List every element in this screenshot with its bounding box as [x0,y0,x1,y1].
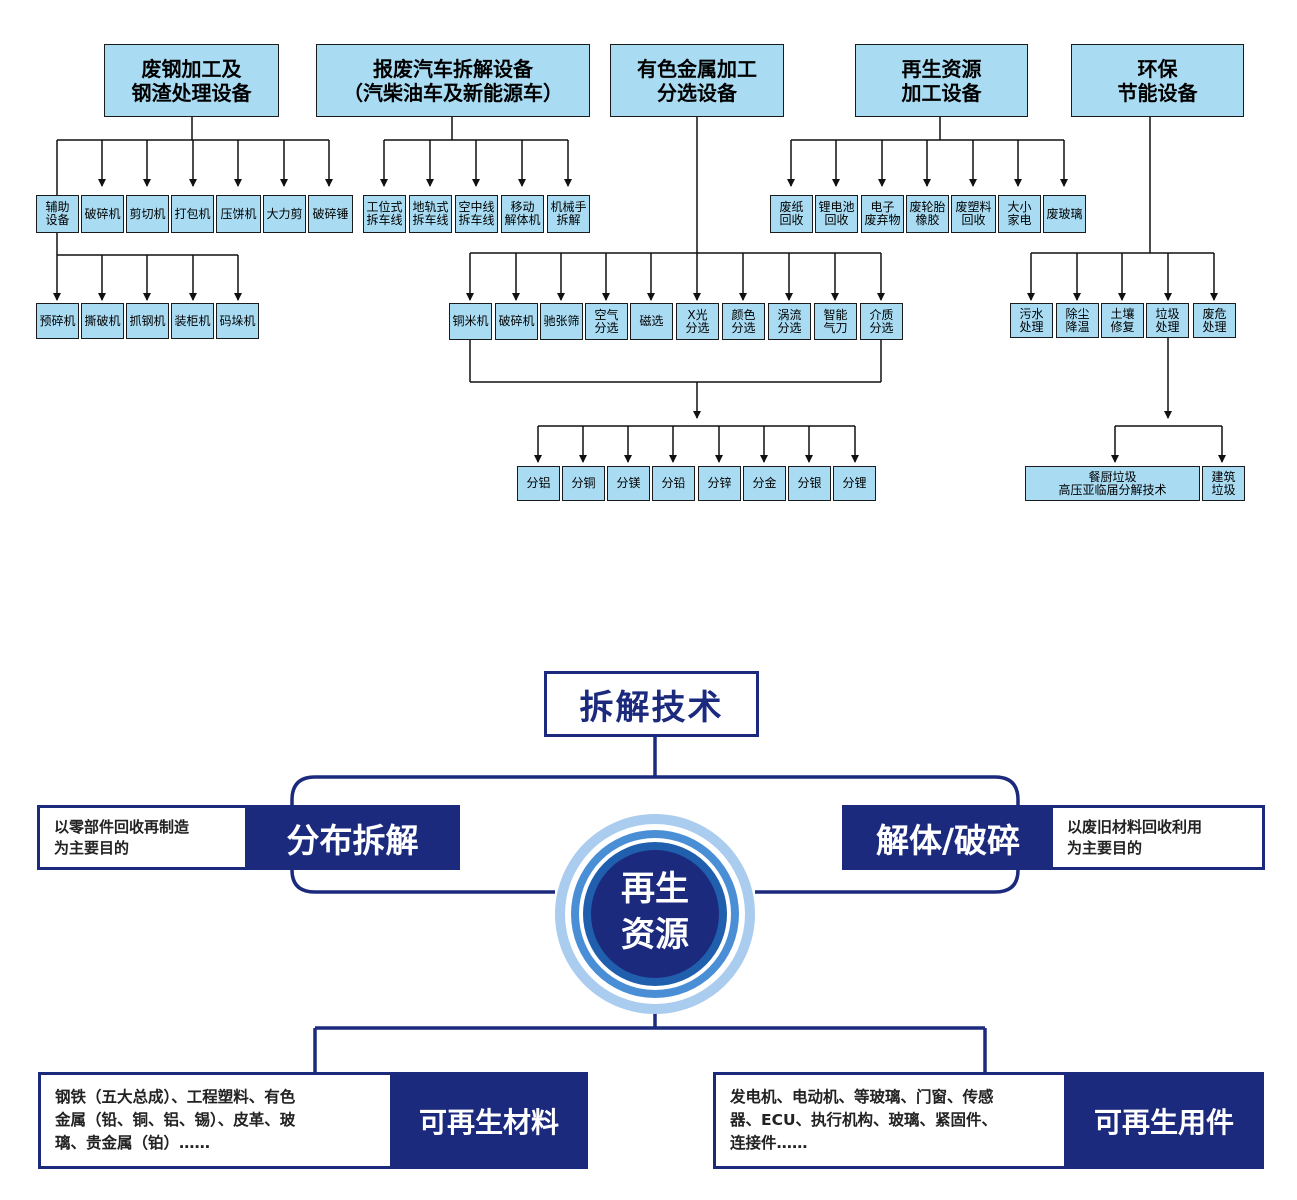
nonferrous-item: 磁选 [630,303,673,340]
aux-item: 抓钢机 [126,303,169,339]
steel-item: 大力剪 [263,195,306,233]
auto-item: 工位式 拆车线 [363,195,406,233]
nonferrous-item: 智能 气刀 [814,303,857,340]
nonferrous-item: 铜米机 [449,303,492,340]
garbage-item: 餐厨垃圾 高压亚临届分解技术 [1025,466,1200,501]
steel-item: 破碎锤 [308,195,353,233]
nonferrous-item: 破碎机 [495,303,538,340]
left-branch-title: 分布拆解 [245,805,460,870]
bottom-left-detail: 钢铁（五大总成）、工程塑料、有色 金属（铅、铜、铝、锡）、皮革、玻 璃、贵金属（… [38,1072,398,1169]
nonferrous-item: 颜色 分选 [722,303,765,340]
aux-item: 码垛机 [216,303,259,339]
right-branch-title: 解体/破碎 [842,805,1054,870]
aux-item: 装柜机 [171,303,214,339]
auto-item: 地轨式 拆车线 [409,195,452,233]
top-label-box: 拆解技术 [544,671,759,737]
aux-item: 撕破机 [81,303,124,339]
nonferrous-item: 涡流 分选 [768,303,811,340]
category-nonferrous: 有色金属加工 分选设备 [610,44,784,117]
category-eco: 环保 节能设备 [1071,44,1244,117]
renew-item: 废纸 回收 [770,195,813,233]
steel-item: 压饼机 [216,195,261,233]
category-renewable: 再生资源 加工设备 [855,44,1028,117]
auto-item: 移动 解体机 [501,195,544,233]
renew-item: 废轮胎 橡胶 [906,195,949,233]
aux-item: 预碎机 [36,303,79,339]
bottom-left-title: 可再生材料 [390,1072,588,1169]
separation-output: 分银 [788,466,831,501]
separation-output: 分锂 [833,466,876,501]
nonferrous-item: 空气 分选 [585,303,628,340]
separation-output: 分铜 [562,466,605,501]
separation-output: 分铝 [517,466,560,501]
eco-item: 垃圾 处理 [1146,303,1189,338]
auto-item: 机械手 拆解 [547,195,590,233]
auto-item: 空中线 拆车线 [455,195,498,233]
renew-item: 大小 家电 [998,195,1041,233]
eco-item: 废危 处理 [1193,303,1236,338]
renew-item: 废塑料 回收 [951,195,996,233]
nonferrous-item: 介质 分选 [860,303,903,340]
garbage-item: 建筑 垃圾 [1202,466,1245,501]
renew-item: 废玻璃 [1043,195,1086,233]
renew-item: 锂电池 回收 [815,195,858,233]
category-auto-dismantling: 报废汽车拆解设备 （汽柴油车及新能源车） [316,44,590,117]
separation-output: 分镁 [607,466,650,501]
steel-item: 打包机 [171,195,214,233]
nonferrous-item: X光 分选 [676,303,719,340]
steel-item: 辅助 设备 [36,195,79,233]
bottom-right-detail: 发电机、电动机、等玻璃、门窗、传感 器、ECU、执行机构、玻璃、紧固件、 连接件… [713,1072,1073,1169]
separation-output: 分金 [743,466,786,501]
right-note: 以废旧材料回收利用 为主要目的 [1050,805,1265,870]
steel-item: 破碎机 [81,195,124,233]
separation-output: 分锌 [698,466,741,501]
separation-output: 分铅 [652,466,695,501]
nonferrous-item: 驰张筛 [540,303,583,340]
category-steel: 废钢加工及 钢渣处理设备 [104,44,279,117]
eco-item: 除尘 降温 [1056,303,1099,338]
center-label: 再生 资源 [621,869,689,955]
eco-item: 污水 处理 [1010,303,1053,338]
steel-item: 剪切机 [126,195,169,233]
bottom-right-title: 可再生用件 [1064,1072,1264,1169]
renew-item: 电子 废弃物 [861,195,904,233]
center-circle [555,814,755,1014]
eco-item: 土壤 修复 [1101,303,1144,338]
